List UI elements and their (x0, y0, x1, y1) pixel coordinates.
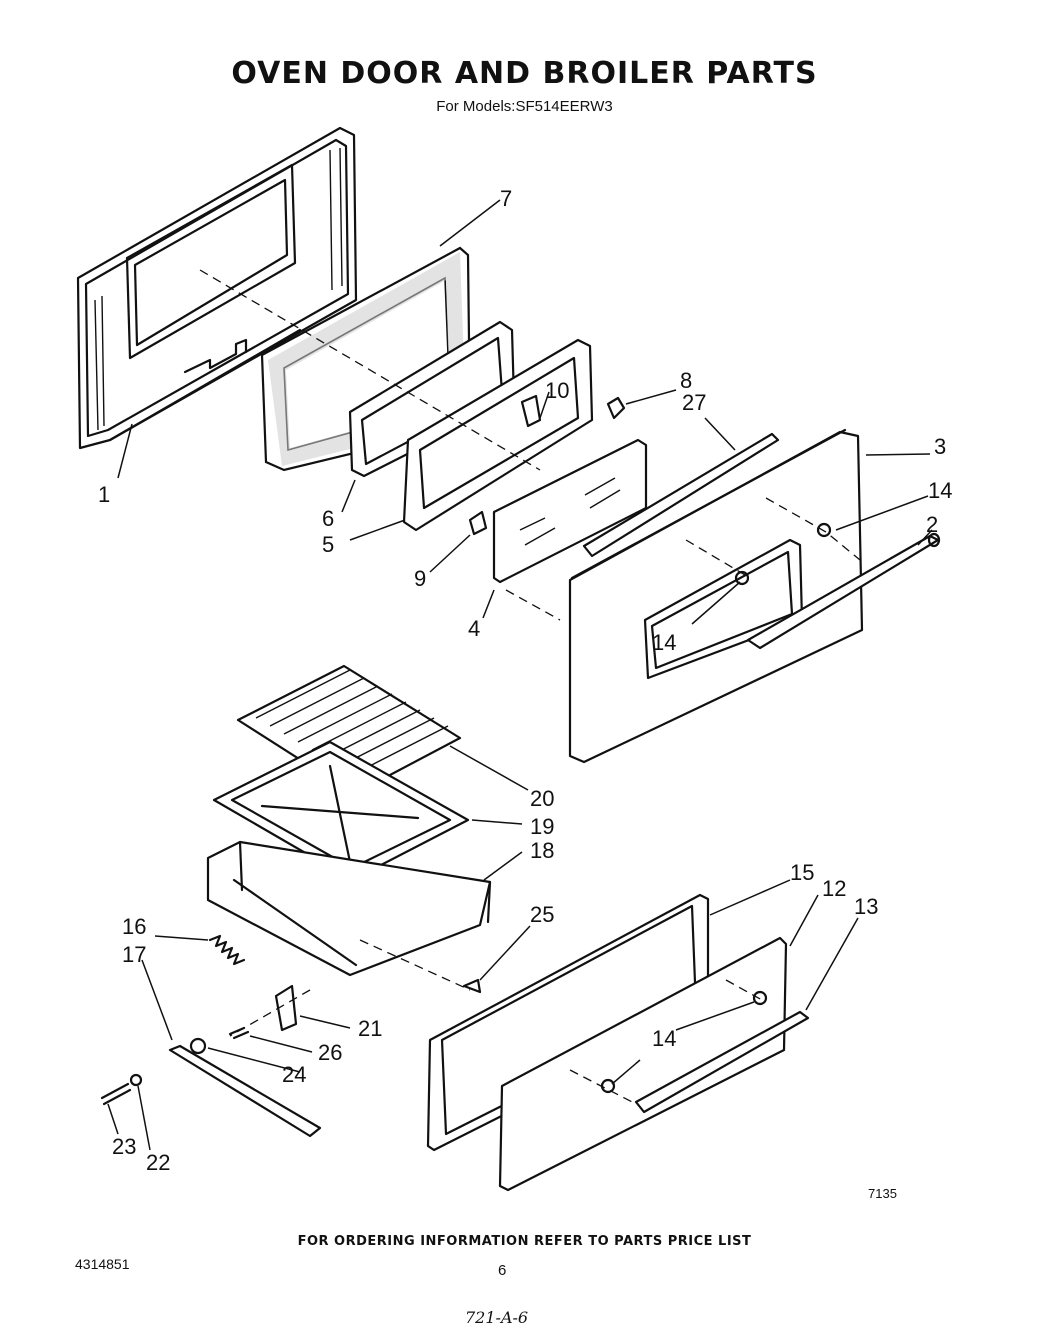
leader-lines (107, 389, 933, 1151)
part-17-slide-rail (168, 1044, 322, 1138)
page-number: 6 (498, 1262, 507, 1279)
part-5-glass-retainer (402, 338, 594, 532)
callout-19: 19 (530, 814, 554, 839)
figure-id: 7135 (868, 1186, 897, 1201)
part-9-clip (468, 510, 488, 536)
part-22-washer (129, 1073, 143, 1087)
part-12-drawer-front (498, 936, 788, 1192)
part-24-nut (189, 1037, 207, 1055)
part-25-clip (462, 978, 482, 994)
callout-16: 16 (122, 914, 146, 939)
callout-18: 18 (530, 838, 554, 863)
ordering-note: FOR ORDERING INFORMATION REFER TO PARTS … (297, 1234, 752, 1249)
callout-17: 17 (122, 942, 146, 967)
callout-5: 5 (322, 532, 334, 557)
part-26-screw (228, 1026, 250, 1040)
part-14-spacers-upper (734, 522, 832, 586)
callout-22: 22 (146, 1150, 170, 1175)
part-21-latch (274, 984, 298, 1032)
part-1-outer-door-panel (76, 126, 358, 450)
callout-9: 9 (414, 566, 426, 591)
callout-14-window: 14 (652, 630, 676, 655)
callout-21: 21 (358, 1016, 382, 1041)
callout-4: 4 (468, 616, 480, 641)
callout-3: 3 (934, 434, 946, 459)
callout-14-door: 14 (928, 478, 952, 503)
callout-2: 2 (926, 512, 938, 537)
handwritten-note: 721-A-6 (465, 1308, 529, 1327)
part-18-broiler-pan (206, 840, 492, 977)
callout-14-drawer: 14 (652, 1026, 676, 1051)
callout-labels: 1 2 3 4 5 6 7 8 9 10 12 13 14 14 14 15 1… (98, 186, 952, 1175)
callout-10: 10 (545, 378, 569, 403)
callout-7: 7 (500, 186, 512, 211)
part-23-bolt (100, 1082, 132, 1106)
callout-20: 20 (530, 786, 554, 811)
part-13-drawer-handle (634, 1010, 810, 1114)
page-title: OVEN DOOR AND BROILER PARTS (231, 56, 818, 91)
callout-23: 23 (112, 1134, 136, 1159)
callout-8: 8 (680, 368, 692, 393)
part-2-door-handle (746, 532, 941, 650)
model-subtitle: For Models:SF514EERW3 (436, 98, 613, 115)
callout-12: 12 (822, 876, 846, 901)
part-27-top-trim (582, 417, 780, 558)
callout-13: 13 (854, 894, 878, 919)
callout-15: 15 (790, 860, 814, 885)
callout-1: 1 (98, 482, 110, 507)
callout-26: 26 (318, 1040, 342, 1065)
part-8-hinge-clip (606, 396, 626, 420)
callout-24: 24 (282, 1062, 306, 1087)
document-number: 4314851 (75, 1256, 130, 1272)
callout-27: 27 (682, 390, 706, 415)
part-16-spring (208, 934, 246, 966)
part-10-bracket (520, 394, 542, 428)
callout-6: 6 (322, 506, 334, 531)
callout-25: 25 (530, 902, 554, 927)
